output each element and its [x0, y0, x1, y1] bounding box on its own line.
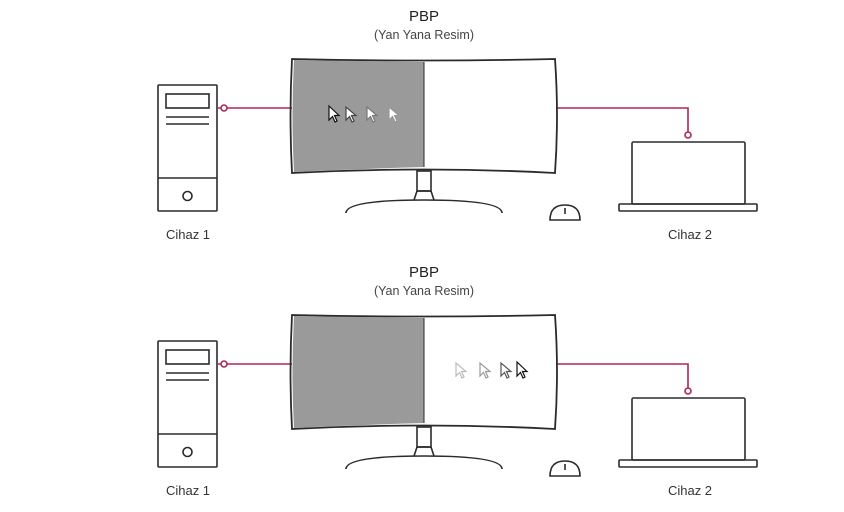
monitor-icon	[289, 314, 558, 470]
mode-title: PBP	[408, 264, 439, 281]
cable-monitor-to-device2	[556, 363, 692, 395]
pbp-diagram-top: PBP (Yan Yana Resim) Cihaz 1 Cihaz 2	[157, 8, 758, 242]
device2-label: Cihaz 2	[667, 483, 713, 498]
cursor-icon	[455, 360, 529, 379]
mode-subtitle: (Yan Yana Resim)	[373, 28, 475, 42]
cable-device1-to-monitor	[218, 360, 292, 368]
pbp-illustration-bottom	[157, 314, 758, 477]
mouse-icon	[549, 460, 581, 477]
mode-title: PBP	[408, 8, 439, 25]
desktop-tower-icon	[157, 340, 218, 468]
device2-label: Cihaz 2	[667, 227, 713, 242]
cable-monitor-to-device2	[556, 107, 692, 139]
device1-label: Cihaz 1	[165, 483, 211, 498]
device1-label: Cihaz 1	[165, 227, 211, 242]
pbp-illustration-top	[157, 58, 758, 221]
laptop-icon	[618, 141, 758, 212]
cable-device1-to-monitor	[218, 104, 292, 112]
monitor-icon	[289, 58, 558, 214]
mouse-icon	[549, 204, 581, 221]
mode-subtitle: (Yan Yana Resim)	[373, 284, 475, 298]
laptop-icon	[618, 397, 758, 468]
cursor-icon	[328, 104, 401, 123]
desktop-tower-icon	[157, 84, 218, 212]
pbp-diagram-bottom: PBP (Yan Yana Resim) Cihaz 1 Cihaz 2	[0, 256, 844, 512]
